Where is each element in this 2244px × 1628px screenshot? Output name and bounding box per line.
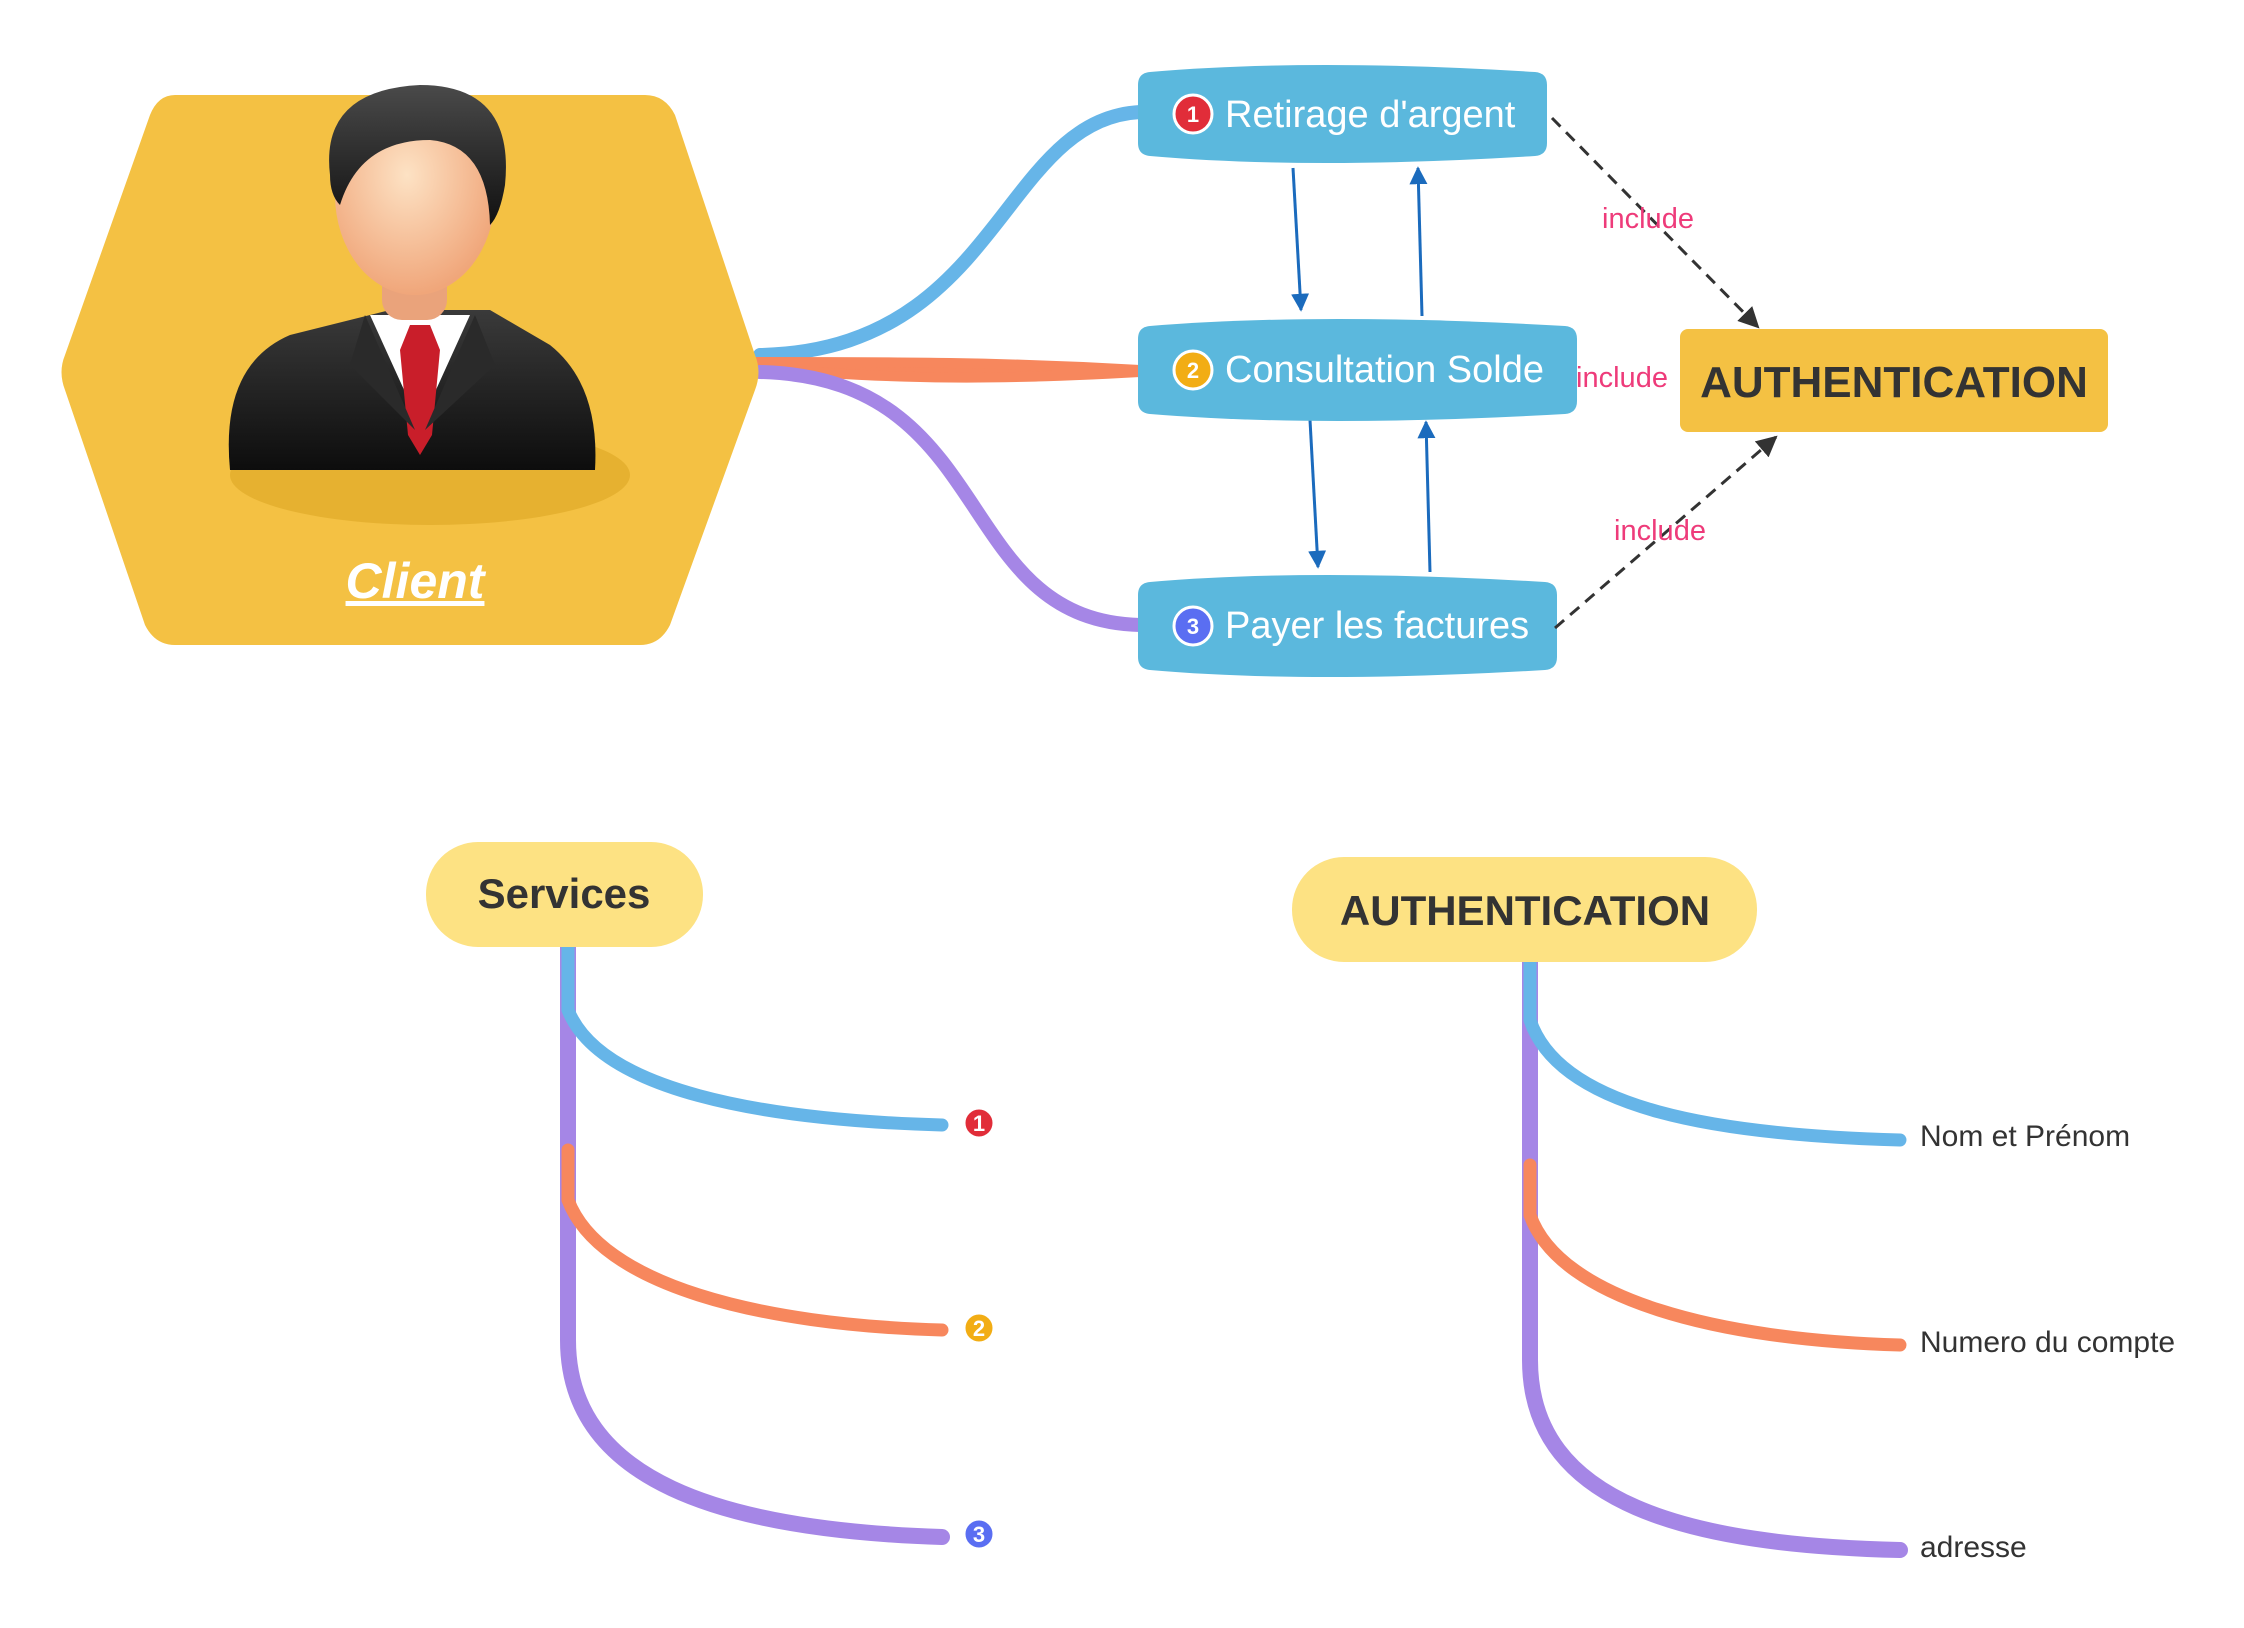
authentication-box[interactable]: AUTHENTICATION	[1680, 329, 2108, 432]
flow-arrow-down-2-3	[1308, 419, 1327, 569]
use-case-consultation[interactable]: 2 Consultation Solde	[1138, 319, 1577, 421]
auth-field-name[interactable]: Nom et Prénom	[1920, 1120, 2130, 1153]
auth-branch-blue	[1523, 953, 1907, 1147]
include-label-3: include	[1614, 515, 1706, 547]
branch-purple-connector	[753, 365, 1147, 632]
client-actor[interactable]: Client	[61, 85, 759, 645]
auth-mindmap: AUTHENTICATION Nom et Prénom Numero du c…	[1292, 857, 2175, 1564]
services-branch-orange	[561, 1143, 949, 1337]
badge-number: 2	[1187, 358, 1199, 383]
auth-field-address[interactable]: adresse	[1920, 1531, 2027, 1564]
services-leaf-3[interactable]: 3	[962, 1517, 996, 1551]
auth-central-node[interactable]: AUTHENTICATION	[1292, 857, 1757, 962]
badge-number: 3	[1187, 614, 1199, 639]
services-leaf-1[interactable]: 1	[962, 1106, 996, 1140]
businessman-icon	[228, 85, 630, 525]
services-central-node[interactable]: Services	[426, 842, 703, 947]
client-label: Client	[346, 553, 487, 609]
services-leaf-2[interactable]: 2	[962, 1311, 996, 1345]
badge-number: 3	[973, 1522, 985, 1547]
services-branch-purple	[560, 937, 950, 1545]
services-title: Services	[478, 870, 651, 917]
badge-number: 2	[973, 1316, 985, 1341]
services-node-bg	[426, 842, 703, 947]
use-case-label: Retirage d'argent	[1225, 94, 1516, 136]
use-case-payer[interactable]: 3 Payer les factures	[1138, 575, 1557, 677]
badge-1-icon	[962, 1106, 996, 1140]
use-case-label: Payer les factures	[1225, 605, 1529, 647]
services-branch-blue	[561, 938, 949, 1132]
branch-blue-connector	[753, 105, 1147, 362]
auth-branch-orange	[1523, 1158, 1907, 1352]
include-arrow-payer	[1554, 435, 1778, 630]
badge-1-icon	[1172, 93, 1214, 135]
flow-arrow-up-3-2	[1417, 420, 1436, 573]
auth-branch-purple	[1522, 952, 1908, 1558]
badge-3-icon	[1172, 605, 1214, 647]
include-label-2: include	[1576, 362, 1668, 394]
auth-map-title: AUTHENTICATION	[1340, 887, 1710, 934]
services-mindmap: Services 1 2 3	[426, 842, 996, 1551]
flow-arrow-up-2-1	[1409, 166, 1428, 317]
auth-node-bg	[1292, 857, 1757, 962]
badge-2-icon	[962, 1311, 996, 1345]
include-label-1: include	[1602, 203, 1694, 235]
use-case-box	[1138, 65, 1547, 163]
auth-field-account[interactable]: Numero du compte	[1920, 1326, 2175, 1359]
use-case-label: Consultation Solde	[1225, 349, 1544, 391]
auth-box-bg	[1680, 329, 2108, 432]
badge-2-icon	[1172, 349, 1214, 391]
badge-number: 1	[973, 1111, 985, 1136]
flow-arrow-down-1-2	[1291, 167, 1310, 312]
auth-box-label: AUTHENTICATION	[1700, 358, 2088, 407]
use-case-box	[1138, 575, 1557, 677]
badge-number: 1	[1187, 102, 1199, 127]
use-case-retirage[interactable]: 1 Retirage d'argent	[1138, 65, 1547, 163]
badge-3-icon	[962, 1517, 996, 1551]
use-case-box	[1138, 319, 1577, 421]
include-arrow-retirage	[1550, 116, 1760, 329]
